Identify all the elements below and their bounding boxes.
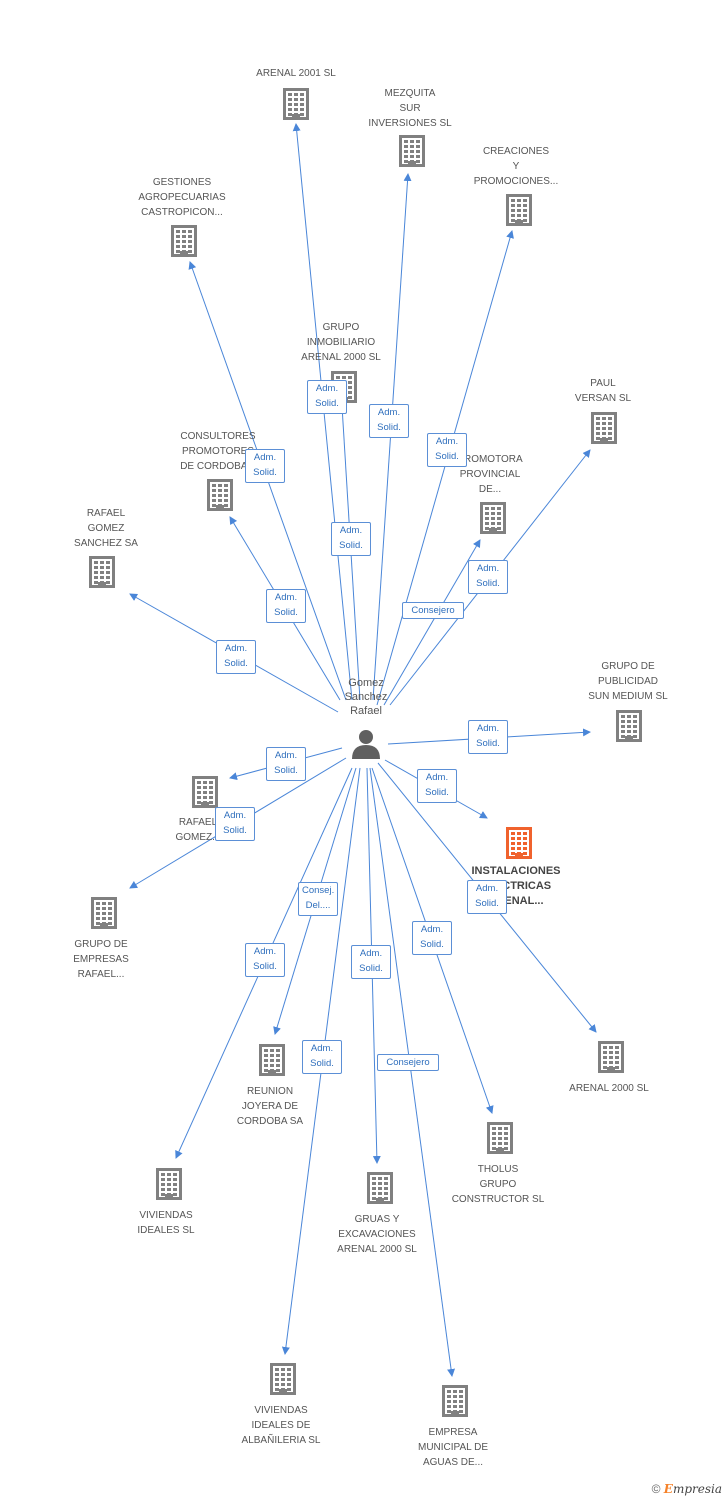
building-icon[interactable] xyxy=(442,1385,468,1417)
building-icon[interactable] xyxy=(399,135,425,167)
building-icon[interactable] xyxy=(598,1041,624,1073)
building-icon[interactable] xyxy=(487,1122,513,1154)
building-icon[interactable] xyxy=(91,897,117,929)
relation-label[interactable]: Adm. Solid. xyxy=(266,747,306,781)
relation-label[interactable]: Adm. Solid. xyxy=(412,921,452,955)
building-icon[interactable] xyxy=(616,710,642,742)
edge-line-n_promotora xyxy=(383,539,481,706)
relation-label[interactable]: Adm. Solid. xyxy=(417,769,457,803)
building-icon[interactable] xyxy=(270,1363,296,1395)
relation-label[interactable]: Adm. Solid. xyxy=(245,943,285,977)
company-label[interactable]: VIVIENDAS IDEALES DE ALBAÑILERIA SL xyxy=(241,1405,321,1446)
building-icon[interactable] xyxy=(283,88,309,120)
building-icon[interactable] xyxy=(506,194,532,226)
company-label[interactable]: PROMOTORA PROVINCIAL DE... xyxy=(457,454,523,495)
building-icon[interactable] xyxy=(591,412,617,444)
building-icon[interactable] xyxy=(156,1168,182,1200)
copyright-symbol: © xyxy=(651,1482,661,1496)
company-label[interactable]: RAFAEL GOMEZ SANCHEZ SA xyxy=(74,508,138,549)
brand-name: mpresia xyxy=(672,1482,722,1496)
company-label[interactable]: GESTIONES AGROPECUARIAS CASTROPICON... xyxy=(138,177,226,218)
company-label[interactable]: REUNION JOYERA DE CORDOBA SA xyxy=(236,1086,304,1127)
building-icon[interactable] xyxy=(367,1172,393,1204)
relation-label[interactable]: Adm. Solid. xyxy=(468,560,508,594)
relation-label[interactable]: Adm. Solid. xyxy=(369,404,409,438)
building-icon[interactable] xyxy=(207,479,233,511)
edge-line-n_creaciones xyxy=(376,230,514,706)
company-label[interactable]: GRUPO INMOBILIARIO ARENAL 2000 SL xyxy=(301,322,381,363)
building-icon[interactable] xyxy=(480,502,506,534)
relation-label[interactable]: Adm. Solid. xyxy=(245,449,285,483)
building-icon[interactable] xyxy=(192,776,218,808)
relation-label[interactable]: Adm. Solid. xyxy=(468,720,508,754)
relation-label[interactable]: Consejero xyxy=(377,1053,439,1071)
company-label[interactable]: GRUAS Y EXCAVACIONES ARENAL 2000 SL xyxy=(337,1214,417,1255)
relation-label[interactable]: Adm. Solid. xyxy=(467,880,507,914)
relation-label[interactable]: Adm. Solid. xyxy=(427,433,467,467)
company-label[interactable]: EMPRESA MUNICIPAL DE AGUAS DE... xyxy=(417,1427,488,1468)
company-label[interactable]: VIVIENDAS IDEALES SL xyxy=(137,1210,195,1236)
building-icon[interactable] xyxy=(171,225,197,257)
company-label[interactable]: ARENAL 2001 SL xyxy=(256,68,336,79)
relation-label[interactable]: Adm. Solid. xyxy=(351,945,391,979)
relation-label[interactable]: Adm. Solid. xyxy=(216,640,256,674)
relation-label[interactable]: Adm. Solid. xyxy=(266,589,306,623)
relation-label[interactable]: Adm. Solid. xyxy=(215,807,255,841)
company-label[interactable]: GRUPO DE EMPRESAS RAFAEL... xyxy=(73,939,129,980)
company-label[interactable]: CONSULTORES PROMOTORES DE CORDOBA... xyxy=(180,431,256,472)
company-label[interactable]: GRUPO DE PUBLICIDAD SUN MEDIUM SL xyxy=(588,661,668,702)
company-label[interactable]: RAFAEL GOMEZ... xyxy=(175,817,221,843)
building-icon[interactable] xyxy=(506,827,532,859)
brand-logo-e: E xyxy=(663,1482,673,1496)
person-icon[interactable] xyxy=(352,730,380,759)
company-label[interactable]: ARENAL 2000 SL xyxy=(569,1083,649,1094)
footer-brand[interactable]: © Empresia xyxy=(652,1482,722,1496)
company-label[interactable]: THOLUS GRUPO CONSTRUCTOR SL xyxy=(451,1164,545,1205)
building-icon[interactable] xyxy=(89,556,115,588)
company-label[interactable]: PAUL VERSAN SL xyxy=(574,378,632,404)
building-icon[interactable] xyxy=(259,1044,285,1076)
center-person-name: Gomez Sanchez Rafael xyxy=(344,677,388,717)
edge-line-n_empresa xyxy=(369,767,456,1377)
company-label[interactable]: CREACIONES Y PROMOCIONES... xyxy=(473,146,559,187)
relation-label[interactable]: Adm. Solid. xyxy=(307,380,347,414)
relation-label[interactable]: Adm. Solid. xyxy=(302,1040,342,1074)
relation-label[interactable]: Consej. Del.... xyxy=(298,882,338,916)
relation-label[interactable]: Consejero xyxy=(402,601,464,619)
relation-label[interactable]: Adm. Solid. xyxy=(331,522,371,556)
company-label[interactable]: MEZQUITA SUR INVERSIONES SL xyxy=(368,88,452,129)
